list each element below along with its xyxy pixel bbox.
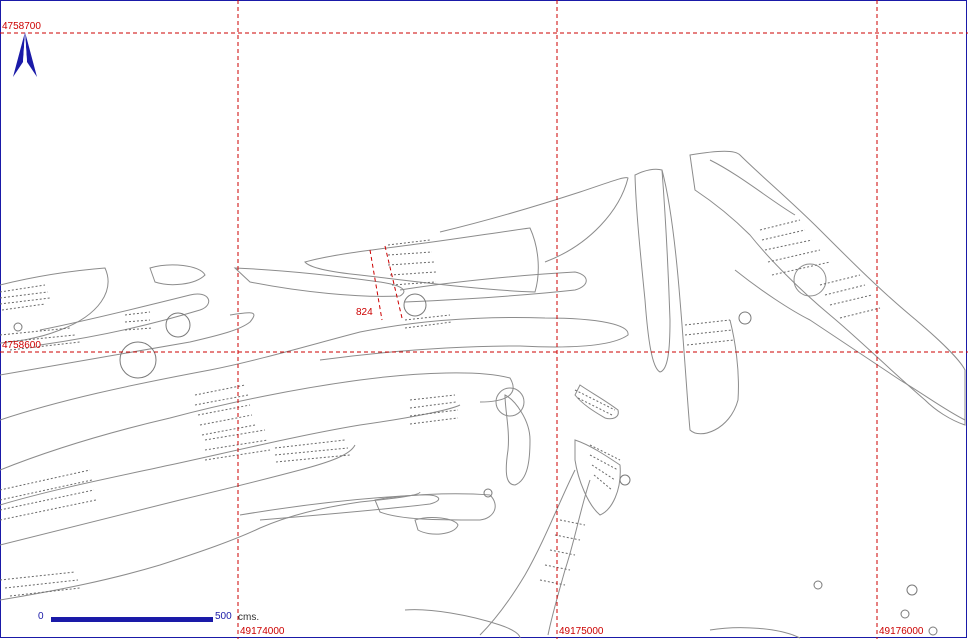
scale-bar-fill: [52, 618, 212, 621]
hatched-areas: [0, 219, 881, 597]
feature-label-824: 824: [356, 307, 373, 318]
easting-label-center: 49175000: [559, 626, 604, 637]
easting-label-left: 49174000: [240, 626, 285, 637]
scale-bar: 0 500 cms.: [38, 611, 268, 627]
northing-label-middle: 4758600: [2, 340, 41, 351]
scale-start-label: 0: [38, 611, 44, 622]
easting-label-right: 49176000: [879, 626, 924, 637]
north-arrow-icon: [13, 32, 37, 77]
scale-unit-label: cms.: [238, 612, 260, 623]
section-line: [369, 245, 403, 321]
scale-end-label: 500: [215, 611, 232, 622]
north-arrow: [10, 32, 42, 85]
northing-label-top: 4758700: [2, 21, 41, 32]
point-features: [13, 293, 938, 636]
log-outlines: [0, 150, 966, 639]
scale-bar-graphic: [51, 617, 213, 622]
